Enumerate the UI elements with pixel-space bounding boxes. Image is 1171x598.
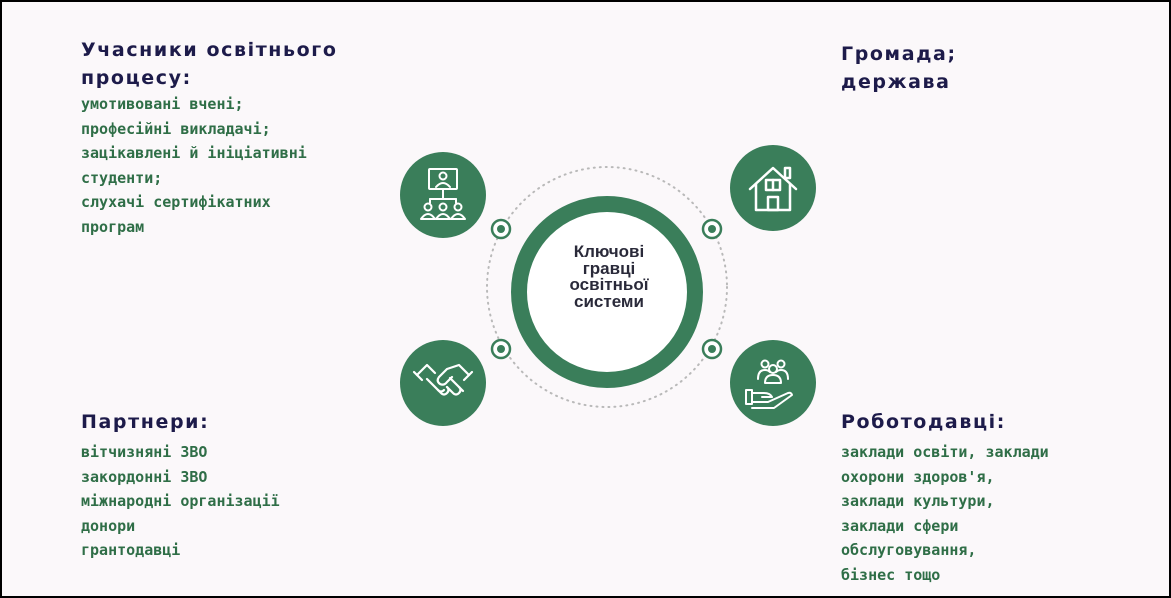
house-icon [730,145,816,231]
partners-item: донори [81,516,136,535]
participants-item: програм [81,217,145,236]
center-title-line: Ключові [573,242,645,261]
employers-item: заклади освіти, заклади [841,443,1049,461]
partners-item: вітчизняні ЗВО [81,443,208,461]
participants-heading-line-2: процесу: [81,67,192,89]
dotted-orbit [486,166,728,408]
center-ring [511,196,703,388]
connector-dot-bottom-right [701,338,723,360]
employers-item: заклади сфери [841,516,959,535]
center-title-line: гравці [582,258,636,278]
center-title-line: освітньої [569,275,649,294]
community-heading-line-1: Громада; [841,43,957,65]
community-heading-line-2: держава [841,71,951,93]
connector-dot-top-left [490,218,512,240]
participants-item: професійні викладачі; [81,119,271,138]
employers-block: Роботодавці: заклади освіти, заклади охо… [841,408,1141,587]
connector-dot-top-right [701,218,723,240]
center-title: Ключові гравці освітньої системи [529,242,689,311]
handshake-icon [400,340,486,426]
partners-item: закордонні ЗВО [81,467,208,486]
presentation-audience-icon [400,152,486,238]
central-diagram [400,145,816,426]
participants-item: слухачі сертифікатних [81,193,271,211]
employers-item: обслуговування, [841,541,977,559]
partners-heading: Партнери: [81,411,210,433]
employers-item: бізнес тощо [841,565,941,584]
participants-block: Учасники освітнього процесу: умотивовані… [81,36,401,239]
hand-holding-people-icon [730,340,816,426]
center-title-line: системи [574,291,644,311]
participants-item: зацікавлені й ініціативні [81,144,307,162]
connector-dot-bottom-left [490,338,512,360]
community-block: Громада; держава [841,40,1141,96]
employers-item: охорони здоров'я, [841,467,995,486]
participants-item: студенти; [81,168,163,187]
participants-item: умотивовані вчені; [81,95,244,113]
partners-block: Партнери: вітчизняні ЗВО закордонні ЗВО … [81,408,401,563]
partners-item: грантодавці [81,541,181,559]
employers-item: заклади культури, [841,492,995,510]
participants-heading-line-1: Учасники освітнього [81,39,338,61]
employers-heading: Роботодавці: [841,411,1006,433]
partners-item: міжнародні організації [81,492,280,510]
